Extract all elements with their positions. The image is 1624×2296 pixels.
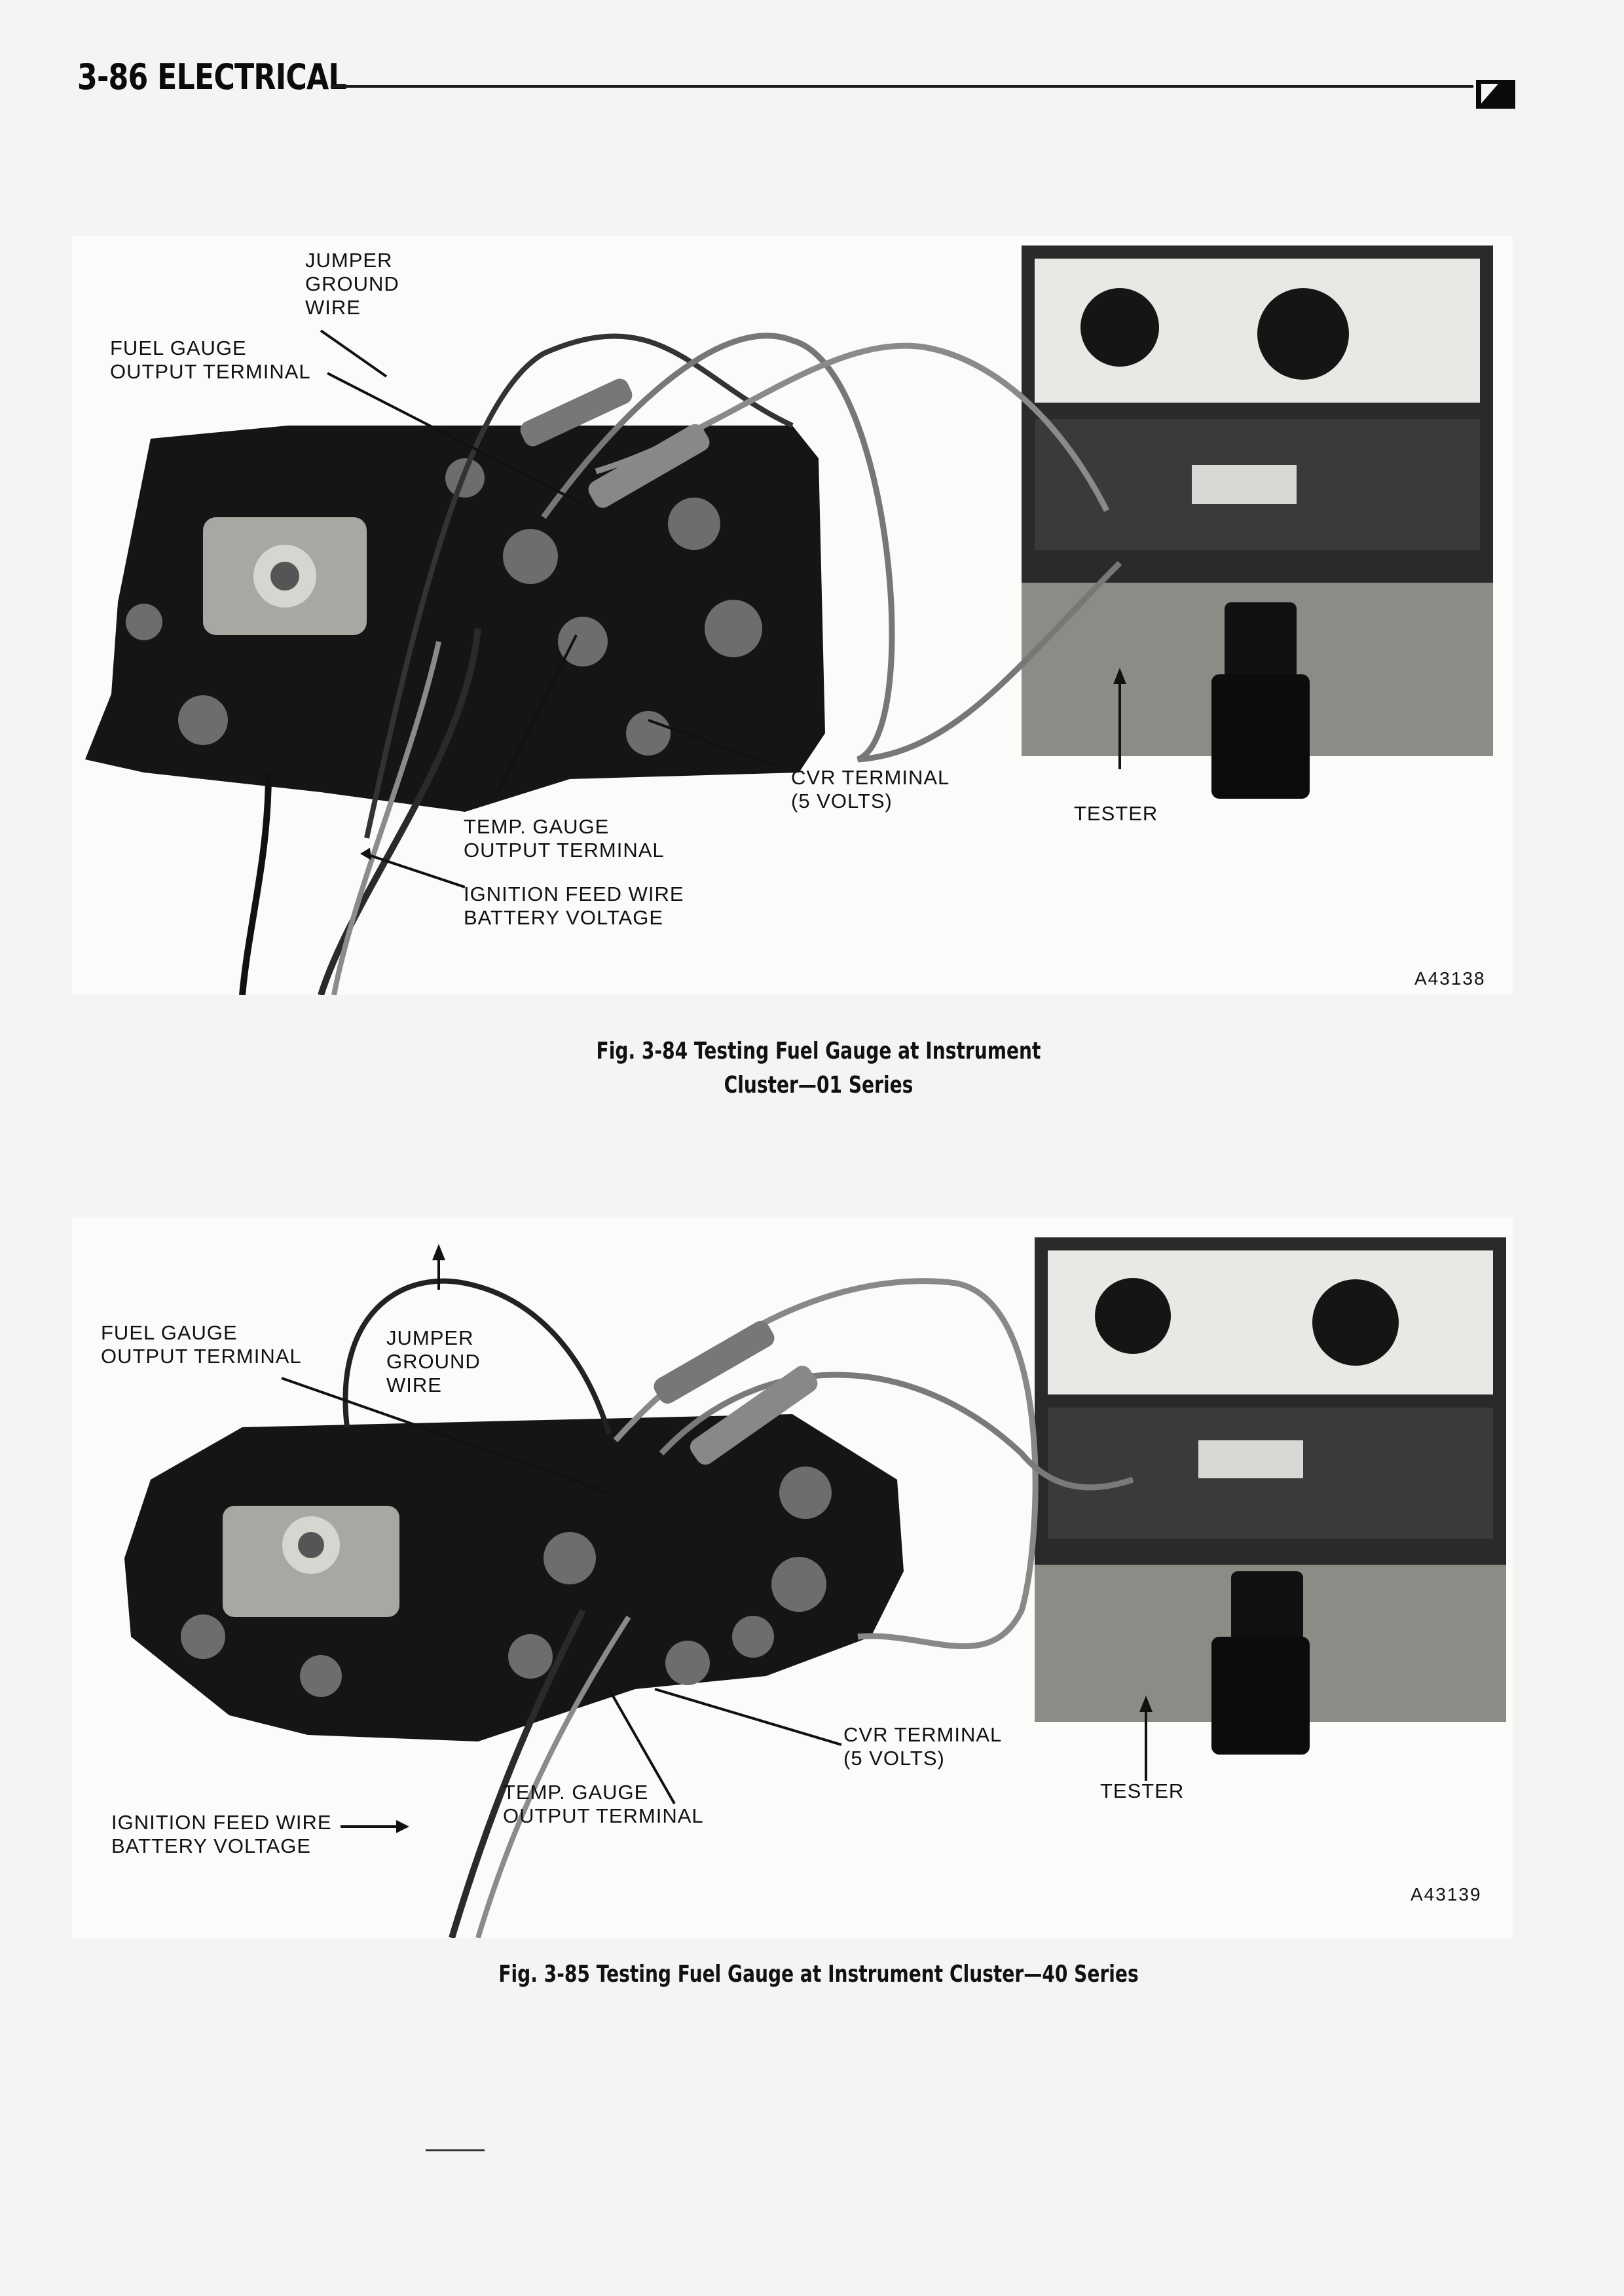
fig84-label-tester: TESTER [1074,802,1158,825]
fig84-label-fuel-gauge-output: FUEL GAUGE OUTPUT TERMINAL [110,337,311,383]
fig85-label-tester: TESTER [1100,1779,1185,1802]
fig84-caption: Fig. 3-84 Testing Fuel Gauge at Instrume… [596,1038,1041,1099]
fig84-figure-id: A43138 [1414,968,1486,989]
figure-85-photo [72,1218,1513,1938]
fig85-label-fuel-gauge-output: FUEL GAUGE OUTPUT TERMINAL [101,1321,302,1368]
fig84-label-cvr-terminal: CVR TERMINAL (5 VOLTS) [791,766,950,812]
page-header-title: 3-86 ELECTRICAL [77,56,347,98]
fig85-figure-id: A43139 [1411,1884,1482,1904]
fig84-label-jumper-ground-wire: JUMPER GROUND WIRE [305,249,399,319]
fig85-label-ignition-feed: IGNITION FEED WIRE BATTERY VOLTAGE [111,1811,332,1857]
header-corner-mark [1476,80,1515,109]
figure-85-illustration [124,1237,1506,1938]
fig85-label-jumper-ground-wire: JUMPER GROUND WIRE [386,1326,481,1396]
header-rule [331,85,1473,88]
fig84-label-temp-gauge-output: TEMP. GAUGE OUTPUT TERMINAL [464,815,665,862]
fig84-label-ignition-feed: IGNITION FEED WIRE BATTERY VOLTAGE [464,883,684,929]
figure-84-illustration [85,246,1493,995]
figure-84-photo [72,236,1513,995]
footer-rule [426,2149,485,2151]
fig85-label-cvr-terminal: CVR TERMINAL (5 VOLTS) [843,1723,1003,1770]
fig85-caption: Fig. 3-85 Testing Fuel Gauge at Instrume… [498,1961,1139,1988]
fig85-label-temp-gauge-output: TEMP. GAUGE OUTPUT TERMINAL [503,1781,704,1827]
